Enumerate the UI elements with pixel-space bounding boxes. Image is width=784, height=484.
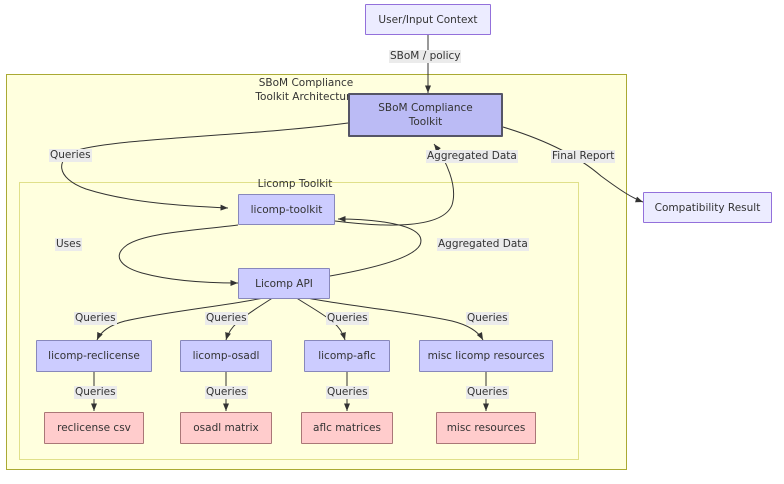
node-sbom-compliance-toolkit[interactable]: SBoM Compliance Toolkit (348, 93, 503, 137)
edge-label-toolkit-aggregated-data: Aggregated Data (426, 150, 518, 163)
edge-label-sbom-policy: SBoM / policy (389, 50, 462, 63)
node-licomp-toolkit[interactable]: licomp-toolkit (238, 194, 335, 225)
node-reclicense-csv[interactable]: reclicense csv (44, 412, 144, 444)
edge-label-queries-osadl: Queries (205, 312, 248, 325)
edge-label-queries-aflc: Queries (326, 312, 369, 325)
node-osadl-matrix[interactable]: osadl matrix (180, 412, 272, 444)
cluster-label-licomp-toolkit: Licomp Toolkit (257, 178, 333, 190)
edge-label-uses: Uses (55, 238, 83, 251)
edge-label-queries-aflc-matrices: Queries (326, 386, 369, 399)
edge-label-api-aggregated-data: Aggregated Data (437, 238, 529, 251)
node-licomp-aflc[interactable]: licomp-aflc (304, 340, 390, 372)
node-compatibility-result[interactable]: Compatibility Result (643, 192, 772, 223)
edge-label-final-report: Final Report (551, 150, 616, 163)
node-user-input-context[interactable]: User/Input Context (365, 4, 491, 35)
node-licomp-api[interactable]: Licomp API (238, 268, 330, 299)
edge-label-queries-reclicense: Queries (74, 312, 117, 325)
cluster-label-sbom-compliance-toolkit-architecture: SBoM Compliance Toolkit Architecture (255, 77, 357, 103)
edge-label-queries-misc: Queries (466, 312, 509, 325)
node-misc-resources[interactable]: misc resources (436, 412, 536, 444)
node-aflc-matrices[interactable]: aflc matrices (301, 412, 393, 444)
edge-label-toolkit-queries: Queries (49, 149, 92, 162)
node-misc-licomp-resources[interactable]: misc licomp resources (419, 340, 553, 372)
node-licomp-osadl[interactable]: licomp-osadl (180, 340, 272, 372)
edge-label-queries-reclicense-csv: Queries (74, 386, 117, 399)
node-licomp-reclicense[interactable]: licomp-reclicense (36, 340, 152, 372)
edge-label-queries-misc-resources: Queries (466, 386, 509, 399)
edge-label-queries-osadl-matrix: Queries (205, 386, 248, 399)
